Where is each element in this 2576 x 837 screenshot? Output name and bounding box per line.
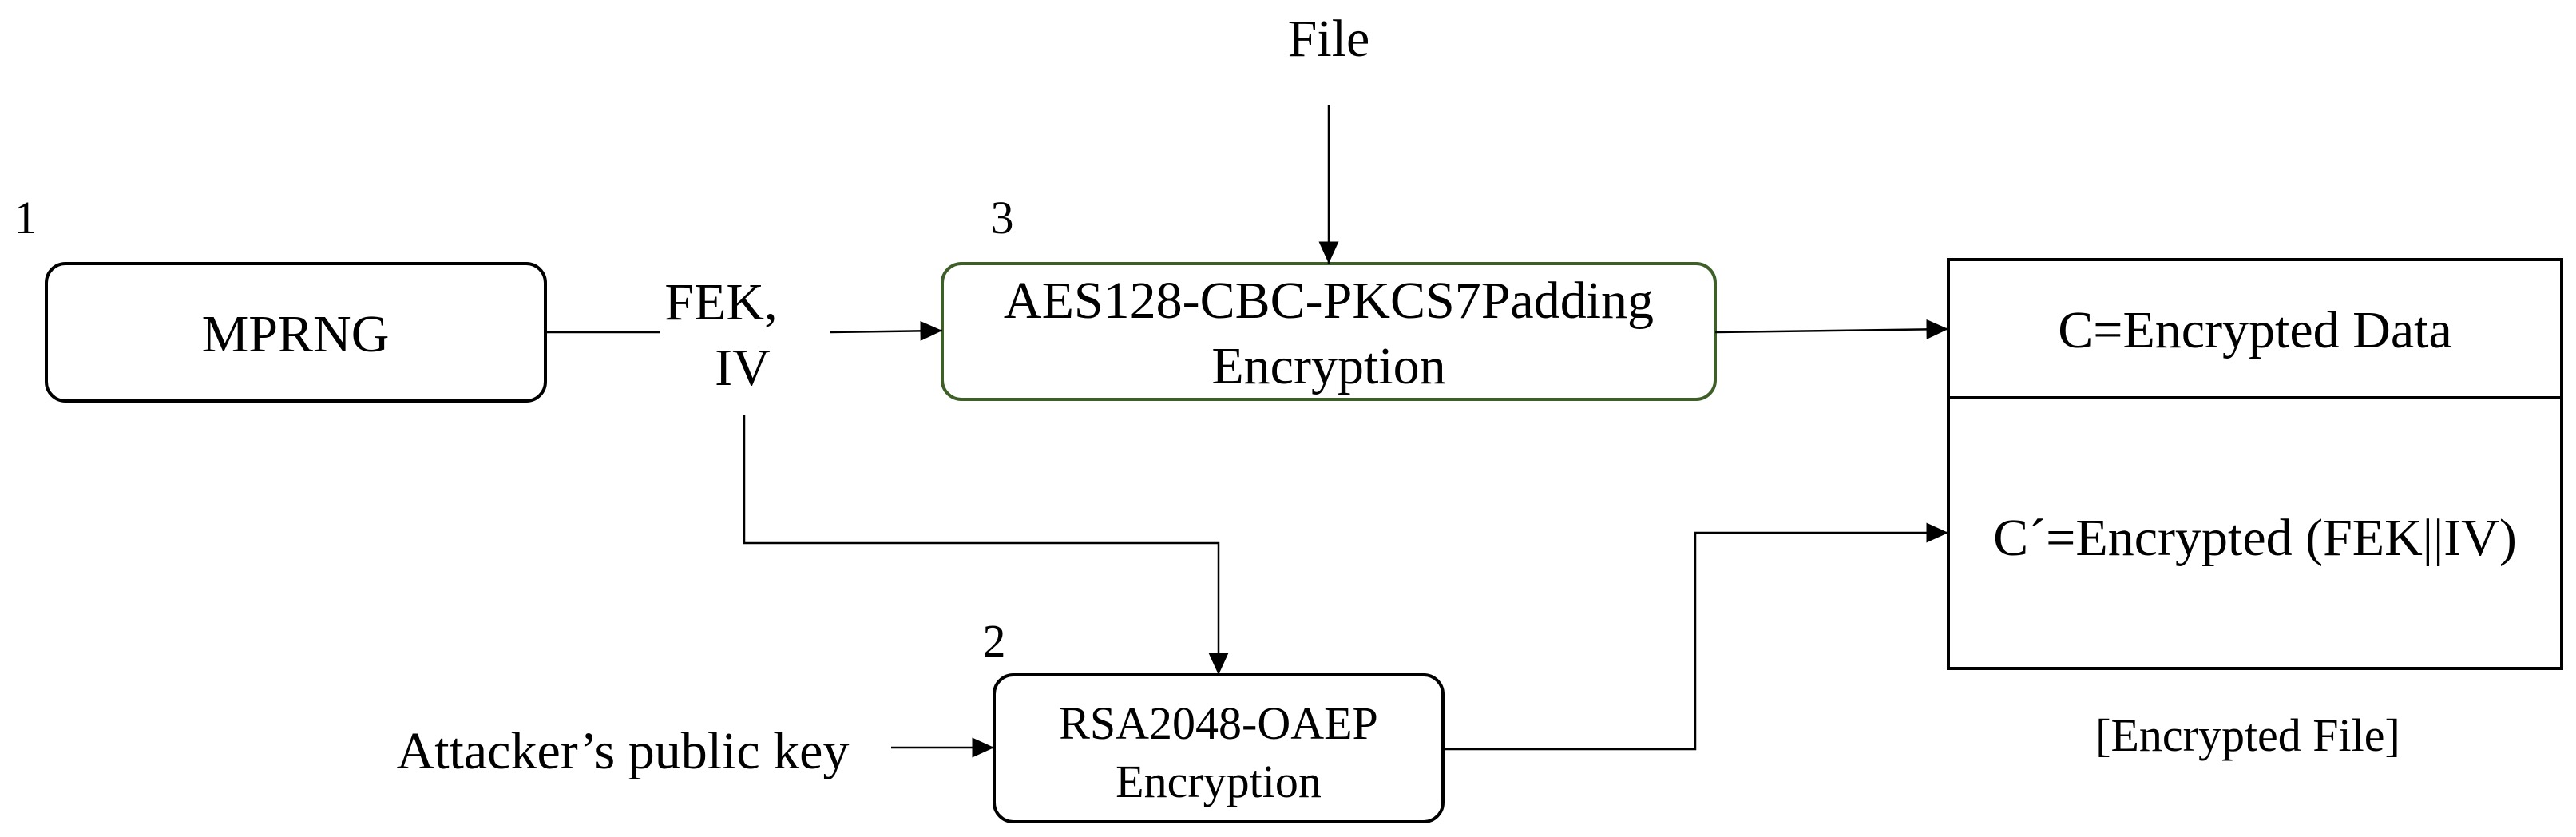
encrypted-data-cell: C=Encrypted Data — [2058, 301, 2452, 359]
aes-encryption-box: AES128-CBC-PKCS7Padding Encryption — [941, 262, 1717, 401]
fek-iv-line-1: FEK, — [664, 273, 777, 331]
fek-iv-line-2: IV — [715, 339, 771, 397]
public-key-label: Attacker’s public key — [397, 722, 850, 780]
arrow-aes-to-encrypted-data — [1714, 319, 1949, 339]
mprng-box: MPRNG — [45, 262, 547, 403]
fek-iv-label: FEK, IV — [664, 273, 777, 397]
aes-label-line-2: Encryption — [1211, 337, 1445, 395]
rsa-label-line-1: RSA2048-OAEP — [1059, 697, 1378, 749]
arrow-fek-iv-to-aes — [830, 320, 943, 341]
rsa-encryption-box: RSA2048-OAEP Encryption — [993, 673, 1445, 823]
aes-label-line-1: AES128-CBC-PKCS7Padding — [1004, 272, 1654, 330]
encrypted-file-box: C=Encrypted Data C´=Encrypted (FEK||IV) — [1947, 258, 2563, 670]
step-number-3: 3 — [991, 192, 1014, 244]
mprng-label: MPRNG — [202, 305, 390, 363]
rsa-label-line-2: Encryption — [1116, 756, 1322, 807]
step-number-2: 2 — [983, 615, 1006, 667]
arrow-fek-iv-to-rsa — [743, 415, 1229, 675]
encrypted-key-cell: C´=Encrypted (FEK||IV) — [1993, 509, 2517, 567]
encrypted-file-caption: [Encrypted File] — [2095, 709, 2400, 761]
step-number-1: 1 — [14, 192, 38, 244]
arrow-rsa-to-encrypted-key — [1443, 522, 1948, 751]
file-label: File — [1288, 10, 1370, 68]
